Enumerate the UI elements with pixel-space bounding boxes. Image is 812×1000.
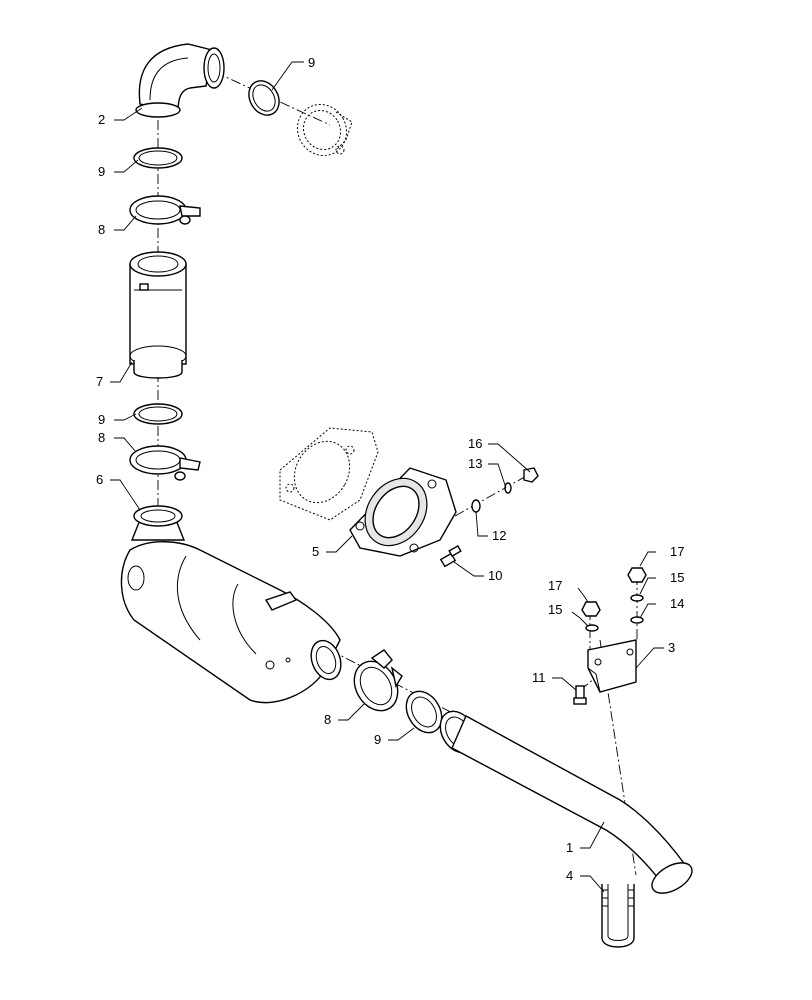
callout-3[interactable]: 3 [668, 640, 675, 655]
callout-8[interactable]: 8 [98, 430, 105, 445]
callout-9[interactable]: 9 [98, 412, 105, 427]
callout-8[interactable]: 8 [324, 712, 331, 727]
callout-9[interactable]: 9 [98, 164, 105, 179]
callout-9[interactable]: 9 [308, 55, 315, 70]
callout-4[interactable]: 4 [566, 868, 573, 883]
muffler-part-6[interactable] [120, 505, 346, 704]
v-band-clamp-upper[interactable] [129, 195, 201, 225]
bracket-part-3[interactable] [587, 639, 637, 693]
callout-6[interactable]: 6 [96, 472, 103, 487]
washer-part-12[interactable] [471, 499, 481, 513]
tail-pipe-part-1[interactable] [433, 705, 697, 899]
callout-13[interactable]: 13 [468, 456, 482, 471]
u-bolt-part-4[interactable] [601, 884, 635, 948]
washer-part-15-right[interactable] [630, 594, 644, 602]
callout-10[interactable]: 10 [488, 568, 502, 583]
callout-5[interactable]: 5 [312, 544, 319, 559]
v-band-clamp-lower[interactable] [346, 649, 407, 719]
nut-part-16[interactable] [523, 467, 539, 483]
nut-part-17-right[interactable] [627, 567, 647, 583]
callout-labels: 9 2 9 8 7 9 8 6 16 13 12 5 10 17 15 14 1… [96, 55, 684, 883]
callout-9[interactable]: 9 [374, 732, 381, 747]
callout-7[interactable]: 7 [96, 374, 103, 389]
nut-part-17-left[interactable] [581, 601, 601, 617]
callout-8[interactable]: 8 [98, 222, 105, 237]
washer-part-13[interactable] [504, 482, 512, 494]
callout-17[interactable]: 17 [548, 578, 562, 593]
callout-15[interactable]: 15 [548, 602, 562, 617]
mount-bracket-ghost [279, 427, 379, 521]
callout-15[interactable]: 15 [670, 570, 684, 585]
callout-17[interactable]: 17 [670, 544, 684, 559]
bolt-part-10[interactable] [439, 544, 462, 568]
flex-tube-part-7[interactable] [129, 251, 187, 379]
callout-2[interactable]: 2 [98, 112, 105, 127]
seal-ring-middle[interactable] [133, 403, 183, 425]
leader-lines [110, 61, 664, 893]
top-seal-ring[interactable] [243, 75, 285, 120]
callout-14[interactable]: 14 [670, 596, 684, 611]
v-band-clamp-middle[interactable] [129, 445, 201, 481]
callout-1[interactable]: 1 [566, 840, 573, 855]
callout-16[interactable]: 16 [468, 436, 482, 451]
callout-12[interactable]: 12 [492, 528, 506, 543]
elbow-pipe-part-2[interactable] [135, 43, 225, 118]
washer-part-15-left[interactable] [585, 624, 599, 632]
alignment-lines [157, 71, 638, 876]
seal-ring-lower[interactable] [399, 685, 449, 739]
bolt-part-11[interactable] [573, 685, 587, 705]
washer-part-14[interactable] [630, 616, 644, 624]
mount-bracket-part-5[interactable] [349, 466, 457, 557]
callout-11[interactable]: 11 [532, 670, 546, 685]
top-clamp-ghost [296, 103, 353, 157]
seal-ring-upper[interactable] [133, 147, 183, 169]
